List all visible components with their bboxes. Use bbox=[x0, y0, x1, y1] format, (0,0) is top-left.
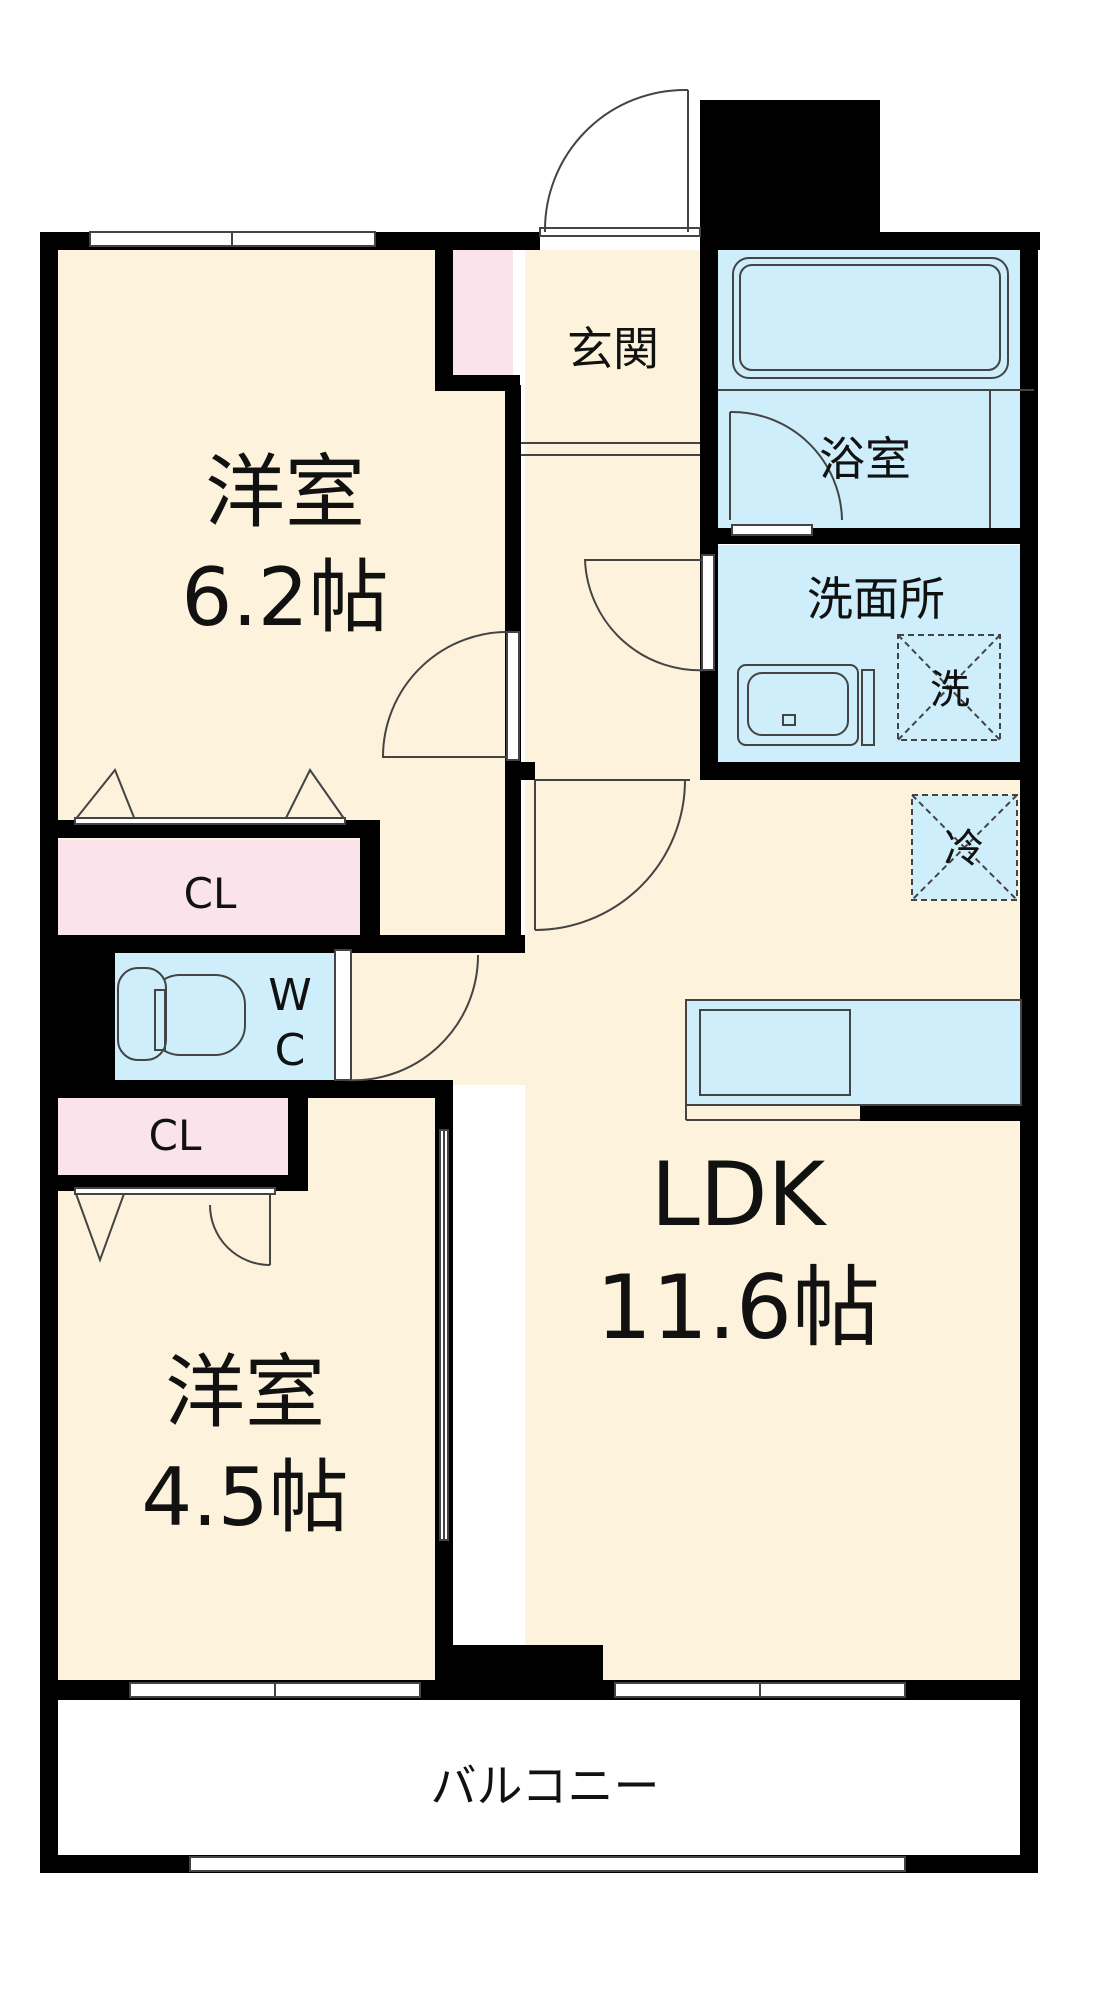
entrance-label: 玄関 bbox=[567, 322, 659, 376]
wall-entrance-bath bbox=[700, 250, 718, 780]
wall-wc-bottom bbox=[58, 1080, 453, 1098]
hall-door[interactable] bbox=[534, 779, 690, 931]
wash-basin bbox=[737, 664, 859, 746]
hall-floor bbox=[350, 945, 525, 1085]
bath-door[interactable] bbox=[729, 410, 843, 521]
doors bbox=[74, 88, 843, 1541]
front-door-opening bbox=[539, 227, 701, 237]
balcony-floor bbox=[58, 1700, 1033, 1860]
entrance-floor bbox=[525, 250, 705, 780]
wc-label-c: C bbox=[275, 1025, 306, 1076]
closet2-door-track bbox=[74, 1187, 276, 1195]
wall-wc-left bbox=[58, 950, 115, 1080]
wall-left bbox=[40, 232, 58, 1872]
shoebox-floor bbox=[453, 250, 513, 375]
wall-closet1-right bbox=[360, 820, 380, 940]
wall-bed1-bottom bbox=[40, 935, 525, 953]
closet1-folding-doors[interactable] bbox=[74, 768, 346, 821]
toilet bbox=[117, 967, 246, 1061]
closet2-folding-doors[interactable] bbox=[74, 1190, 271, 1266]
bedroom2-name: 洋室 bbox=[165, 1346, 325, 1439]
bedroom1-name: 洋室 bbox=[205, 446, 365, 539]
closet1-door-track bbox=[74, 817, 346, 825]
wall-closet2-right bbox=[288, 1095, 308, 1190]
bathtub bbox=[732, 257, 1009, 379]
wall-right bbox=[1020, 232, 1038, 1872]
washroom-label: 洗面所 bbox=[807, 572, 945, 626]
bedroom2-size: 4.5帖 bbox=[141, 1451, 348, 1544]
ldk-floor bbox=[525, 780, 1035, 1680]
washer-label: 洗 bbox=[930, 667, 970, 713]
windows bbox=[89, 231, 906, 1872]
wall-counter-bottom bbox=[860, 1105, 1035, 1121]
closet2-label: CL bbox=[149, 1111, 202, 1160]
wc-door-frame bbox=[334, 949, 352, 1081]
ldk-size: 11.6帖 bbox=[596, 1256, 880, 1359]
kitchen-counter bbox=[685, 999, 1022, 1106]
wc-label-w: W bbox=[268, 970, 312, 1021]
balcony-label: バルコニー bbox=[430, 1759, 659, 1813]
wall-entrance-ldk bbox=[505, 762, 535, 780]
wall-shoebox-bottom bbox=[435, 375, 520, 391]
closet1-label: CL bbox=[184, 869, 237, 918]
fixtures bbox=[117, 257, 1034, 1121]
wall-column-bottom bbox=[453, 1645, 603, 1685]
ldk-name: LDK bbox=[651, 1143, 828, 1246]
wall-washroom-ldk bbox=[700, 762, 1036, 780]
front-door[interactable] bbox=[543, 88, 689, 233]
balcony-railing bbox=[189, 1856, 906, 1872]
bedroom1-size: 6.2帖 bbox=[181, 551, 388, 644]
bedroom1-door-frame bbox=[506, 631, 520, 761]
closet1-floor bbox=[58, 840, 363, 935]
fridge-label: 冷 bbox=[944, 826, 984, 872]
wall-shoebox-left bbox=[435, 250, 453, 390]
window-bath[interactable] bbox=[731, 524, 813, 536]
closet2-floor bbox=[58, 1095, 288, 1175]
labels: 洋室 6.2帖 洋室 4.5帖 LDK 11.6帖 玄関 浴室 洗面所 W C … bbox=[141, 322, 984, 1813]
duct-block bbox=[700, 100, 880, 250]
bath-label: 浴室 bbox=[819, 432, 911, 486]
washroom-door-frame bbox=[701, 554, 715, 671]
